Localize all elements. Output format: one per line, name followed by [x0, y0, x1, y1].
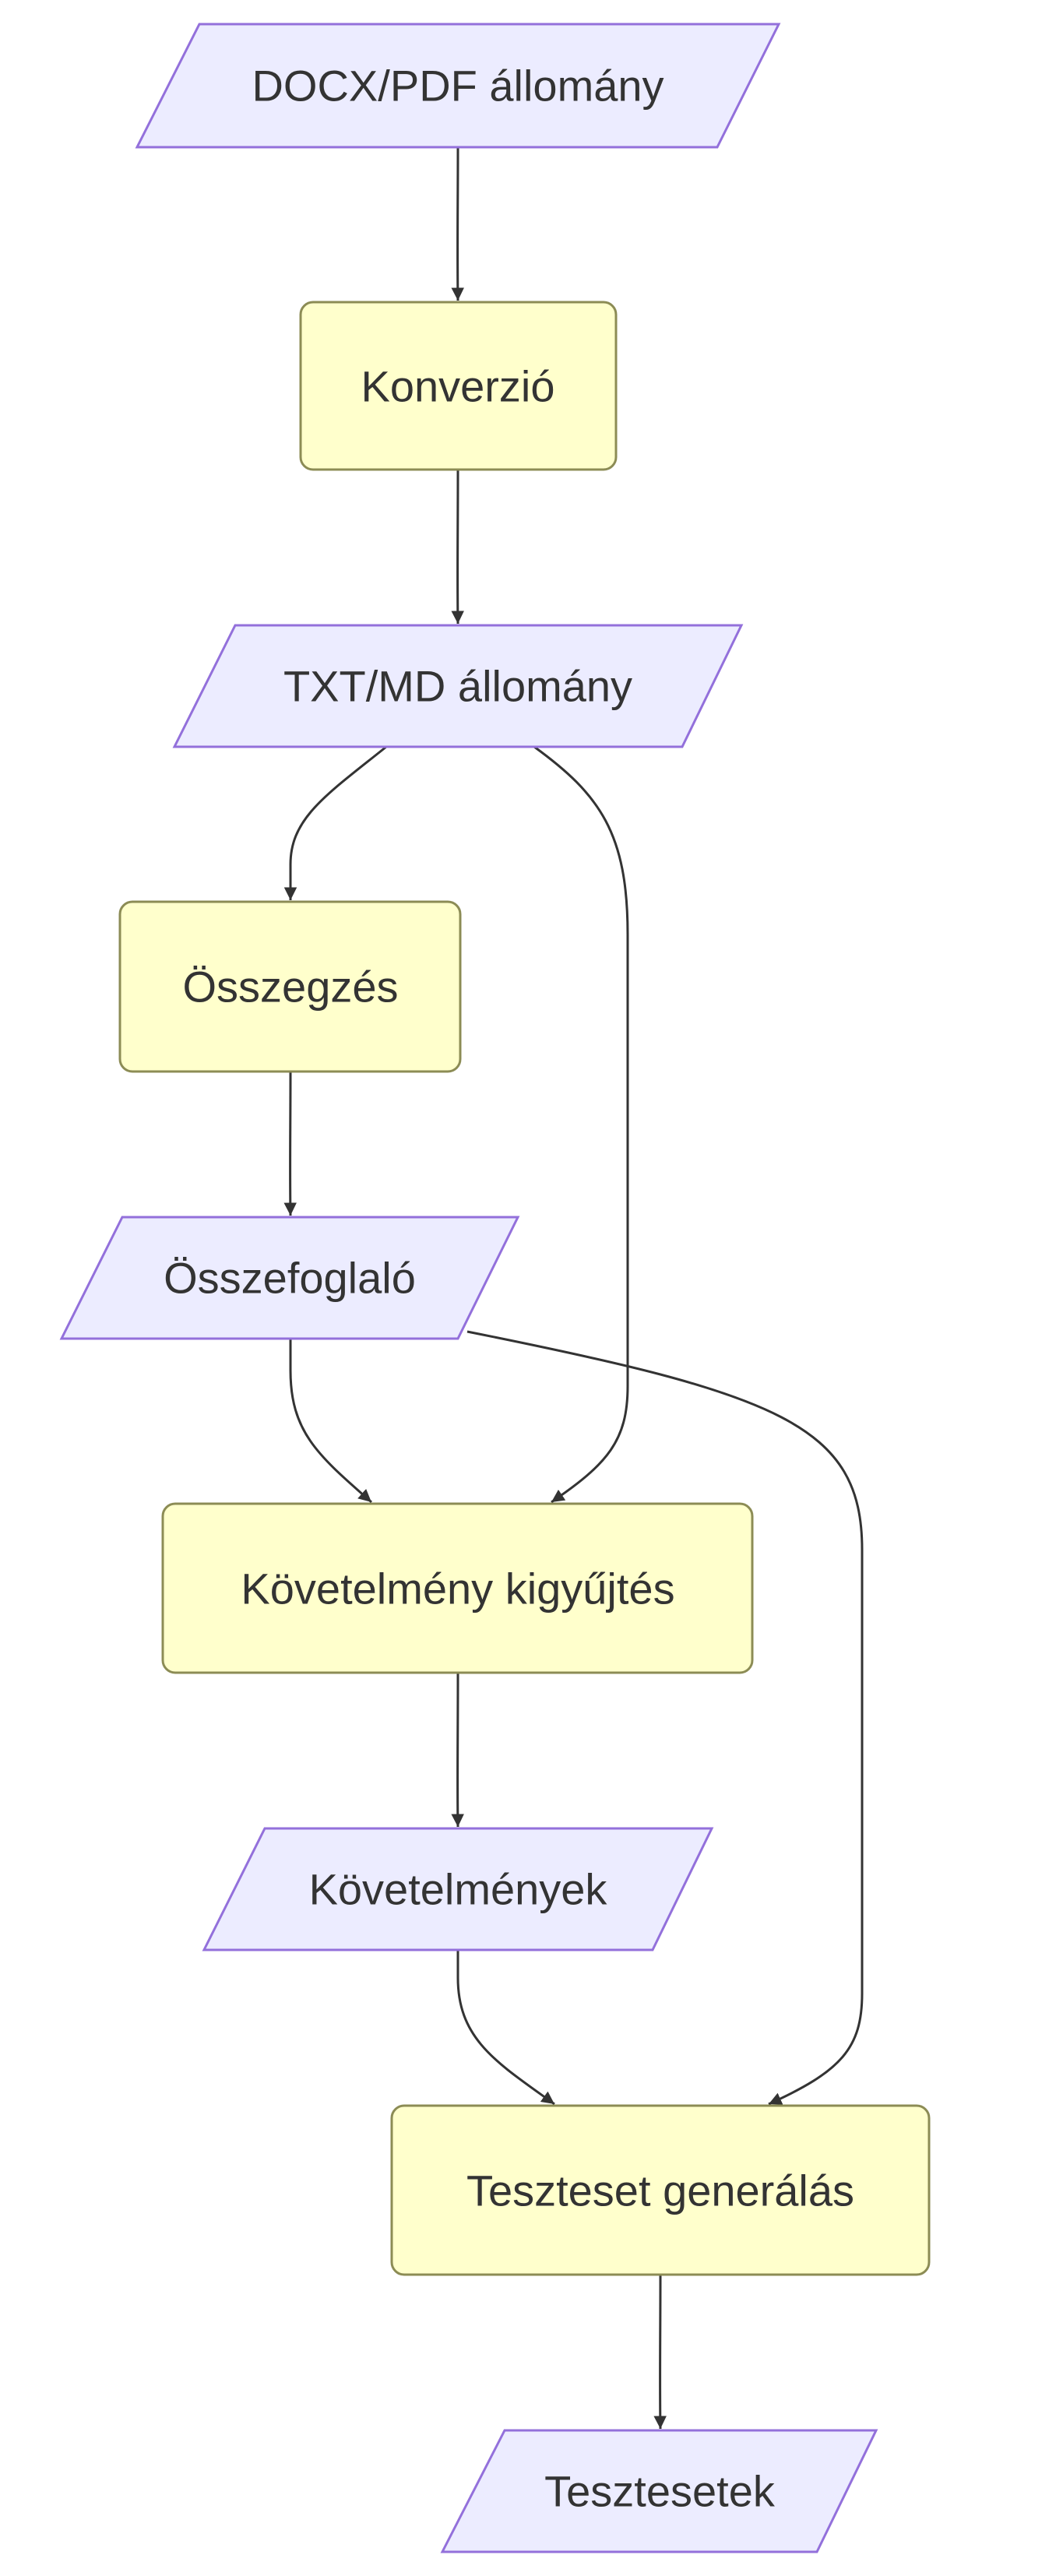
node-kovetelmeny-kigyujtes[interactable]: Követelmény kigyűjtés	[161, 1502, 754, 1674]
edge-osszefoglalo-kovetelmeny-kigyujtes	[289, 1339, 372, 1504]
edges	[283, 146, 864, 2430]
edge-kovetelmenyek-teszteset-generalas	[456, 1950, 555, 2106]
node-docx[interactable]: DOCX/PDF állomány	[135, 23, 781, 149]
node-label: Követelmények	[309, 1865, 608, 1914]
node-tesztesetek[interactable]: Tesztesetek	[440, 2429, 878, 2553]
node-label: Tesztesetek	[544, 2467, 776, 2516]
edge-txt-kovetelmeny-kigyujtes	[533, 745, 629, 1504]
data-shape	[59, 1216, 520, 1340]
node-osszegzes[interactable]: Összegzés	[118, 900, 462, 1073]
process-shape	[299, 301, 618, 471]
node-label: Összefoglaló	[164, 1254, 416, 1303]
node-osszefoglalo[interactable]: Összefoglaló	[59, 1216, 520, 1340]
data-shape	[172, 624, 744, 748]
process-shape	[118, 900, 462, 1073]
edge-txt-osszegzes	[283, 745, 387, 900]
process-shape	[390, 2104, 931, 2276]
node-kovetelmenyek[interactable]: Követelmények	[202, 1827, 714, 1951]
node-konverzio[interactable]: Konverzió	[299, 301, 618, 471]
node-teszteset-generalas[interactable]: Teszteset generálás	[390, 2104, 931, 2276]
data-shape	[202, 1827, 714, 1951]
node-label: Konverzió	[361, 362, 554, 411]
node-label: DOCX/PDF állomány	[252, 62, 663, 111]
data-shape	[135, 23, 781, 149]
node-label: Követelmény kigyűjtés	[241, 1564, 674, 1614]
process-shape	[161, 1502, 754, 1674]
node-label: Teszteset generálás	[466, 2166, 854, 2215]
node-txt[interactable]: TXT/MD állomány	[172, 624, 744, 748]
node-label: TXT/MD állomány	[283, 662, 632, 711]
edge-osszefoglalo-teszteset-generalas	[466, 1330, 864, 2106]
data-shape	[440, 2429, 878, 2553]
node-label: Összegzés	[183, 962, 399, 1012]
